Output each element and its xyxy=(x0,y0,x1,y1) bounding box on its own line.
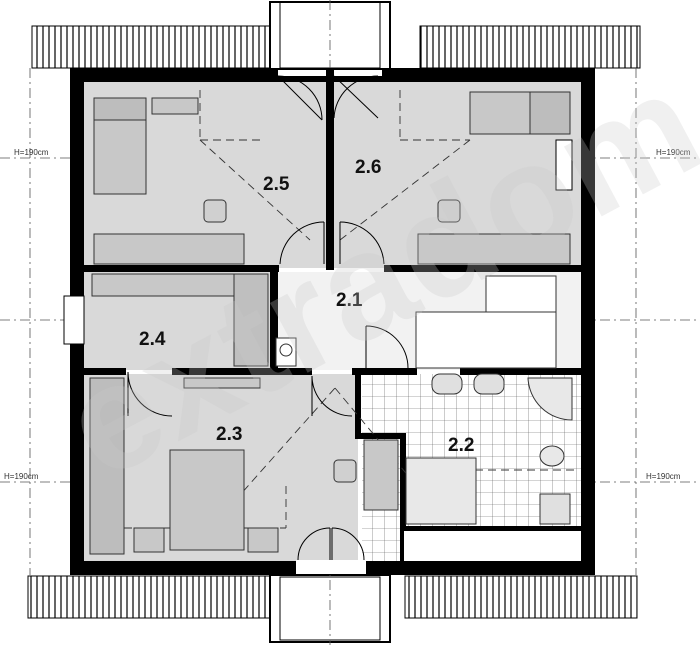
height-label-bottom-left: H=190cm xyxy=(4,472,39,481)
height-label-top-right: H=190cm xyxy=(656,148,691,157)
furniture xyxy=(89,91,573,555)
interior-walls xyxy=(63,70,581,574)
room-label-2-3: 2.3 xyxy=(216,424,242,445)
doors xyxy=(127,75,409,561)
height-labels: H=190cm H=190cm H=190cm H=190cm xyxy=(4,148,691,481)
room-label-2-6: 2.6 xyxy=(355,157,381,178)
room-label-2-2: 2.2 xyxy=(448,435,474,456)
room-label-2-1: 2.1 xyxy=(336,290,363,311)
height-label-bottom-right: H=190cm xyxy=(646,472,681,481)
roof-eaves xyxy=(27,25,641,619)
height-label-top-left: H=190cm xyxy=(14,148,49,157)
room-labels: 2.1 2.2 2.3 2.4 2.5 2.6 xyxy=(139,157,474,456)
room-label-2-4: 2.4 xyxy=(139,329,166,350)
room-label-2-5: 2.5 xyxy=(263,174,290,195)
